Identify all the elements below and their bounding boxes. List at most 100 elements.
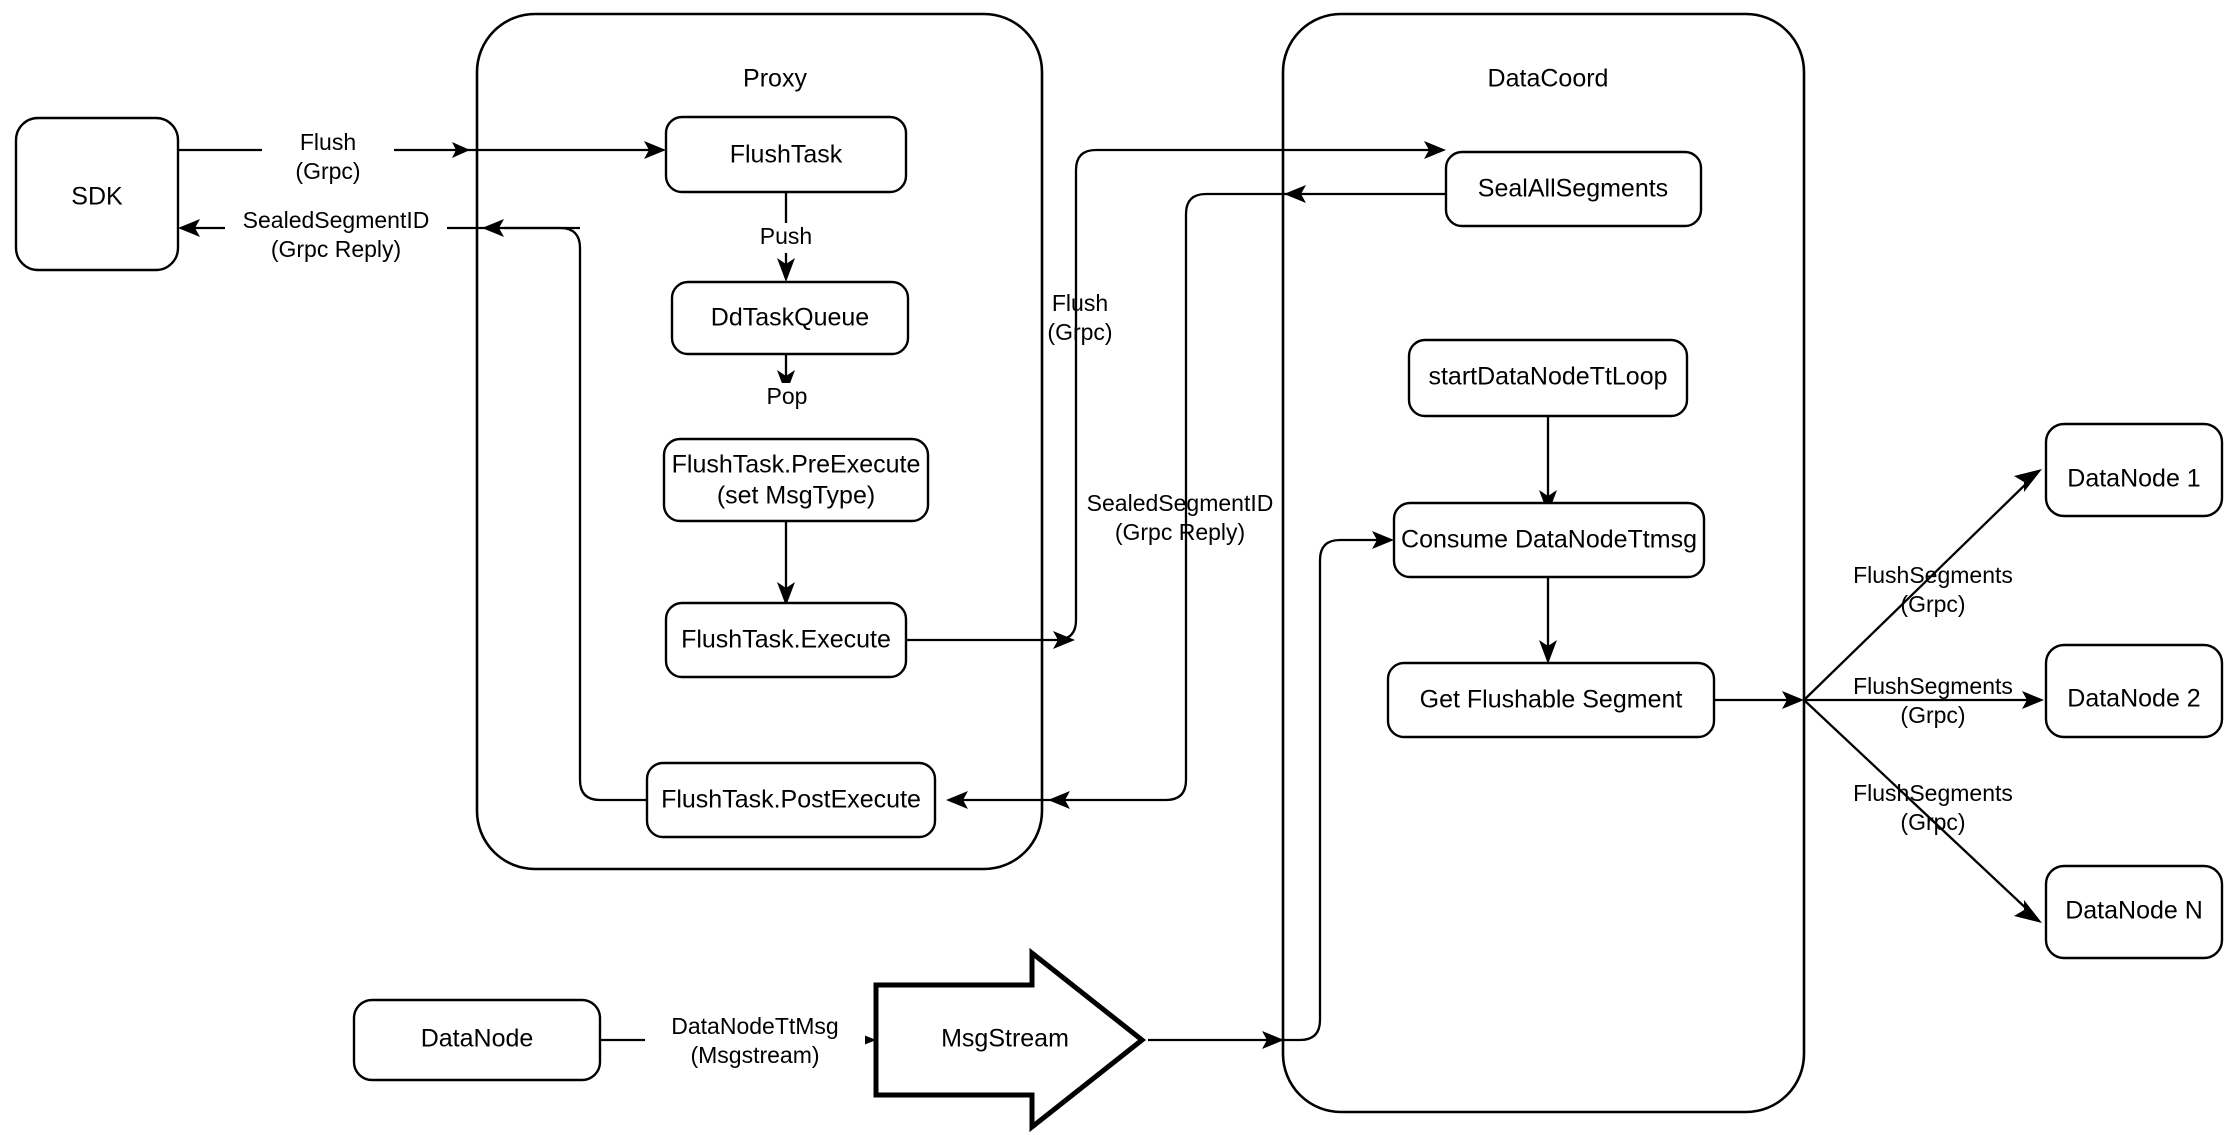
node-msgstream-shape: [873, 947, 1147, 1133]
node-startdatanodettloop-rect: [1407, 338, 1689, 418]
node-consume-datanodettmsg[interactable]: Consume DataNodeTtmsg: [1392, 501, 1706, 579]
arrowhead-datanode1: [2014, 469, 2042, 492]
node-datanode-n[interactable]: DataNode N: [2044, 864, 2224, 960]
arrowhead-msgstream-enter-datacoord: [1262, 1031, 1284, 1049]
node-sdk[interactable]: SDK: [14, 116, 180, 272]
label-bg-pop: [752, 383, 822, 413]
arrowhead-flush-grpc-enter: [1053, 631, 1075, 649]
arrowhead-reply-cross-datacoord: [1284, 185, 1306, 203]
arrowhead-sdk-reply: [178, 219, 200, 237]
arrowhead-reply-cross-proxy: [1048, 791, 1070, 809]
edge-sealedsegmentid-reply-to-proxy: [946, 185, 1446, 809]
node-datanode-2-label: DataNode 2: [2067, 685, 2200, 713]
edge-label-flushsegments-2-line2: (Grpc): [1900, 702, 1965, 728]
edge-preexecute-to-execute: [777, 519, 795, 606]
edge-flushsegments-datanode2: [1804, 691, 2044, 709]
proxy-container-label: Proxy: [743, 65, 807, 93]
edge-label-flushsegments-n-line2: (Grpc): [1900, 809, 1965, 835]
edge-label-group-push: Push: [744, 223, 829, 253]
edge-flushsegments-datanode1: [1803, 469, 2042, 701]
edge-label-datanode-ttmsg-line2: (Msgstream): [690, 1042, 819, 1068]
node-flushtask-preexecute-label-line2: (set MsgType): [717, 482, 875, 510]
node-ddtaskqueue-rect: [670, 280, 910, 356]
node-sealallsegments[interactable]: SealAllSegments: [1444, 150, 1703, 228]
node-datanode-1[interactable]: DataNode 1: [2044, 422, 2224, 518]
edge-label-pop: Pop: [767, 383, 808, 409]
label-bg-sdk-flush: [262, 125, 394, 183]
edge-label-group-datanode-ttmsg: DataNodeTtMsg (Msgstream): [645, 1010, 865, 1068]
node-datanode-source[interactable]: DataNode: [352, 998, 602, 1082]
edge-label-proxy-flush-line1: Flush: [1052, 290, 1108, 316]
edge-label-group-sdk-flush: Flush (Grpc): [262, 125, 394, 184]
arrowhead-datanode2: [2022, 691, 2044, 709]
node-get-flushable-segment-label: Get Flushable Segment: [1420, 686, 1683, 714]
edge-msgstream-to-consume: [1148, 531, 1394, 1049]
arrowhead-push: [777, 258, 795, 282]
node-sdk-label: SDK: [71, 183, 123, 211]
edge-label-group-pop: Pop: [752, 383, 822, 413]
edge-label-flushsegments-1-line1: FlushSegments: [1853, 562, 2013, 588]
node-flushtask-label: FlushTask: [730, 141, 843, 169]
edge-label-flushsegments-1-line2: (Grpc): [1900, 591, 1965, 617]
arrowhead-fanout-hub: [1782, 691, 1804, 709]
node-datanode-n-label: DataNode N: [2065, 897, 2203, 925]
arrowhead-sdk-reply-mid: [482, 219, 504, 237]
node-datanode-2[interactable]: DataNode 2: [2044, 643, 2224, 739]
node-datanode-1-label: DataNode 1: [2067, 465, 2200, 493]
edge-label-sdk-reply-line2: (Grpc Reply): [271, 236, 401, 262]
edge-label-flushsegments-n-line1: FlushSegments: [1853, 780, 2013, 806]
node-flushtask-preexecute-label-line1: FlushTask.PreExecute: [672, 451, 921, 479]
edge-flush-grpc-to-datacoord: [906, 141, 1446, 649]
arrowhead-consume-left: [1372, 531, 1394, 549]
arrowhead-pop: [777, 370, 795, 394]
node-get-flushable-segment-rect: [1386, 661, 1716, 739]
node-consume-datanodettmsg-label: Consume DataNodeTtmsg: [1401, 526, 1697, 554]
arrowhead-flushtask: [644, 141, 666, 159]
arrowhead-execute: [777, 582, 795, 606]
edge-sdk-flush: [178, 141, 666, 159]
edge-label-sdk-reply-line1: SealedSegmentID: [243, 207, 430, 233]
arrowhead-datanoden: [2014, 900, 2042, 923]
node-datanode-n-rect: [2044, 864, 2224, 960]
node-flushtask-rect: [664, 115, 908, 194]
node-flushtask-postexecute-rect: [645, 761, 937, 839]
node-flushtask-postexecute[interactable]: FlushTask.PostExecute: [645, 761, 937, 839]
node-flushtask-preexecute[interactable]: FlushTask.PreExecute (set MsgType): [662, 437, 930, 523]
node-sealallsegments-rect: [1444, 150, 1703, 228]
edge-label-group-sdk-reply: SealedSegmentID (Grpc Reply): [225, 203, 447, 262]
edge-label-proxy-flush-line2: (Grpc): [1047, 319, 1112, 345]
node-flushtask-execute[interactable]: FlushTask.Execute: [664, 601, 908, 679]
node-sealallsegments-label: SealAllSegments: [1478, 175, 1668, 203]
arrowhead-getflushable: [1539, 640, 1557, 664]
edge-label-push: Push: [760, 223, 812, 249]
edge-getflushable-to-hub: [1714, 691, 1804, 709]
node-consume-datanodettmsg-rect: [1392, 501, 1706, 579]
node-sdk-rect: [14, 116, 180, 272]
edge-postexecute-to-sdk: [504, 226, 648, 802]
edge-label-datanode-ttmsg-line1: DataNodeTtMsg: [671, 1013, 838, 1039]
node-datanode-source-rect: [352, 998, 602, 1082]
arrowhead-mid-flush: [452, 142, 470, 158]
datacoord-container-label: DataCoord: [1488, 65, 1609, 93]
node-datanode-2-rect: [2044, 643, 2224, 739]
node-msgstream-label: MsgStream: [941, 1025, 1069, 1053]
node-flushtask-execute-label: FlushTask.Execute: [681, 626, 891, 654]
label-bg-datanode-ttmsg: [645, 1010, 865, 1068]
node-msgstream[interactable]: MsgStream: [873, 947, 1147, 1133]
arrowhead-sealallsegments: [1424, 141, 1446, 159]
node-ddtaskqueue[interactable]: DdTaskQueue: [670, 280, 910, 356]
node-get-flushable-segment[interactable]: Get Flushable Segment: [1386, 661, 1716, 739]
edge-label-proxy-reply-line2: (Grpc Reply): [1115, 519, 1245, 545]
edge-label-sdk-flush-line2: (Grpc): [295, 158, 360, 184]
node-datanode-source-label: DataNode: [421, 1025, 534, 1053]
label-bg-push: [744, 223, 829, 253]
node-flushtask[interactable]: FlushTask: [664, 115, 908, 194]
node-startdatanodettloop[interactable]: startDataNodeTtLoop: [1407, 338, 1689, 418]
label-bg-sdk-reply: [225, 203, 447, 261]
node-ddtaskqueue-label: DdTaskQueue: [711, 304, 869, 332]
node-flushtask-execute-rect: [664, 601, 908, 679]
node-flushtask-postexecute-label: FlushTask.PostExecute: [661, 786, 921, 814]
edge-label-flushsegments-2-line1: FlushSegments: [1853, 673, 2013, 699]
arrowhead-postexecute: [946, 791, 968, 809]
